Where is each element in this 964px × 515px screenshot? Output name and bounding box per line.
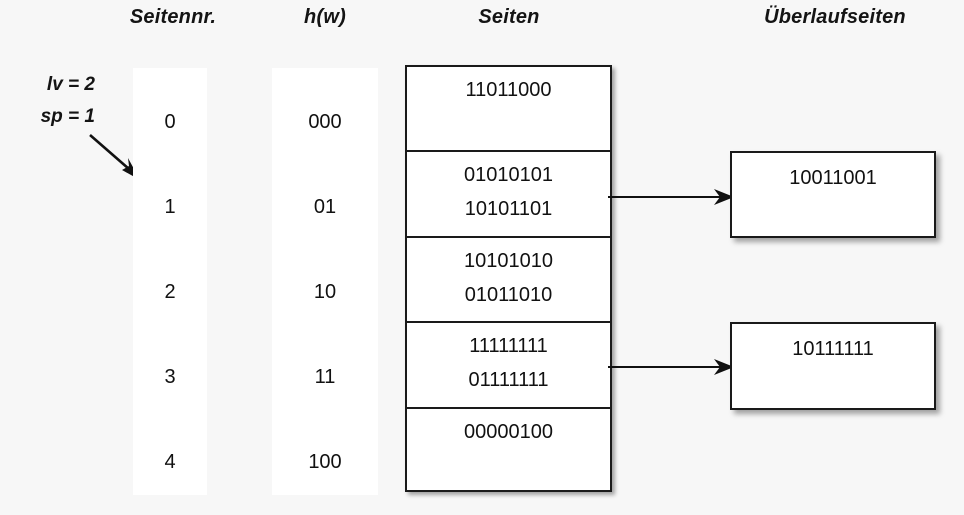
page-number-cell: 2: [164, 281, 176, 303]
page-row: 11011000: [407, 67, 610, 153]
hash-column: 000 01 10 11 100: [272, 68, 378, 495]
page-row: 11111111 01111111: [407, 323, 610, 409]
page-entry: 11111111: [469, 335, 548, 358]
page-row: 10101010 01011010: [407, 238, 610, 324]
hash-cell: 000: [308, 111, 342, 133]
page-row: 00000100: [407, 409, 610, 494]
parameter-sp: sp = 1: [40, 106, 95, 127]
page-number-cell: 4: [164, 451, 176, 473]
column-header-overflow-pages: Überlaufseiten: [764, 6, 906, 28]
column-header-page-number: Seitennr.: [129, 6, 217, 28]
page-entry: 01111111: [468, 369, 549, 392]
page-row: 01010101 10101101: [407, 152, 610, 238]
overflow-connector-arrow-1: [608, 355, 736, 379]
overflow-page-box-0: 10011001: [730, 151, 936, 238]
page-number-cell: 0: [164, 111, 176, 133]
overflow-connector-arrow-0: [608, 185, 736, 209]
page-entry: 01011010: [464, 283, 553, 306]
page-number-column: 0 1 2 3 4: [133, 68, 207, 495]
page-entry: 00000100: [464, 420, 553, 443]
page-entry: 11011000: [465, 79, 552, 101]
page-entry: 10101101: [464, 198, 553, 221]
hash-cell: 10: [313, 281, 337, 303]
hash-cell: 11: [314, 366, 336, 388]
page-entry: 01010101: [464, 164, 553, 187]
page-number-cell: 3: [164, 366, 176, 388]
page-entry: 10101010: [464, 249, 553, 272]
overflow-page-box-1: 10111111: [730, 322, 936, 410]
hash-cell: 100: [308, 451, 342, 473]
page-number-cell: 1: [164, 196, 176, 218]
column-header-hash: h(w): [304, 6, 346, 28]
overflow-page-value: 10111111: [792, 338, 874, 360]
overflow-page-value: 10011001: [789, 167, 877, 189]
parameter-lv: lv = 2: [46, 74, 95, 95]
column-header-pages: Seiten: [478, 6, 540, 28]
pages-box: 11011000 01010101 10101101 10101010 01011010…: [405, 65, 612, 492]
hash-cell: 01: [313, 196, 337, 218]
